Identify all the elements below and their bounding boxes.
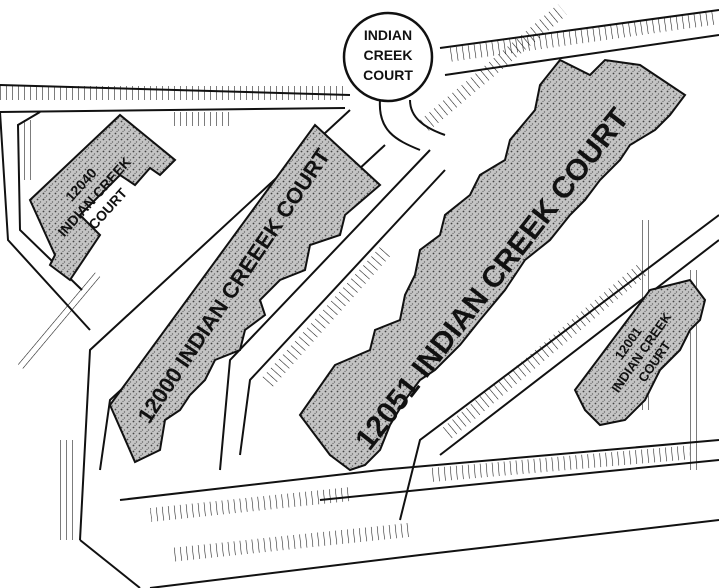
building-12001[interactable]: 12001 INDIAN CREEK COURT	[573, 278, 707, 427]
circle-label-line-3: COURT	[363, 67, 413, 83]
traffic-circle: INDIAN CREEK COURT	[342, 11, 434, 103]
circle-label-line-1: INDIAN	[364, 27, 412, 43]
road-network	[0, 9, 719, 588]
circle-label-line-2: CREEK	[363, 47, 412, 63]
parking-stalls	[0, 4, 716, 562]
